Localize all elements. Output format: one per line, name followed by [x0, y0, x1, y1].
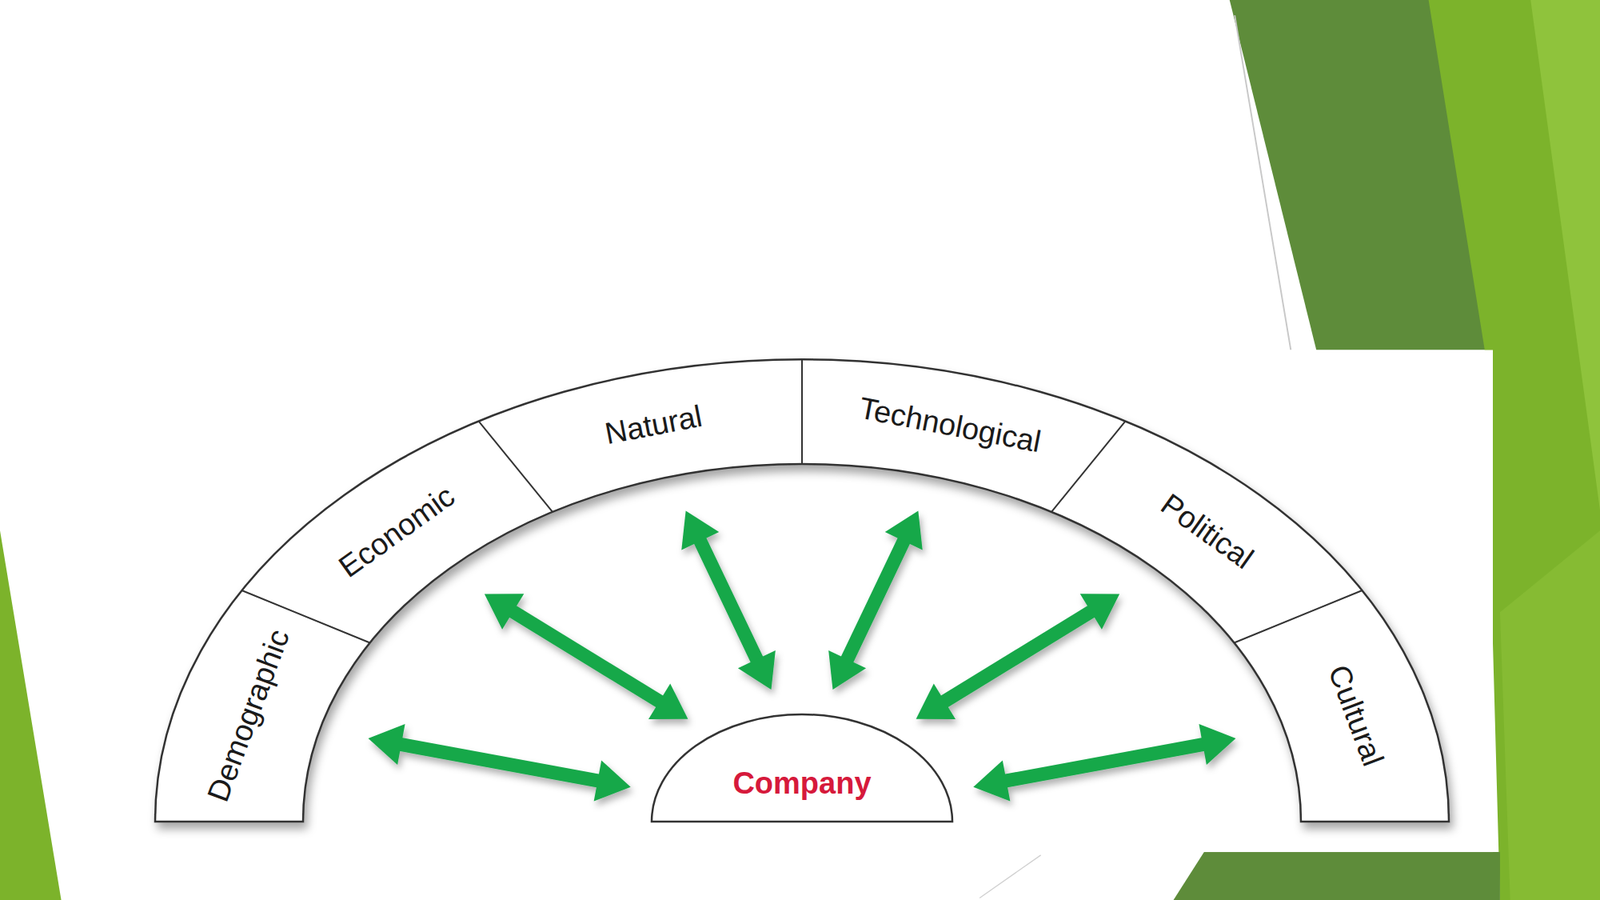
- double-arrow: [828, 510, 923, 690]
- double-arrow: [484, 593, 689, 719]
- double-arrow: [973, 723, 1236, 802]
- double-arrow: [368, 723, 631, 802]
- green-shape: [1530, 0, 1600, 511]
- double-arrow: [681, 510, 776, 690]
- arc-dividers: [241, 359, 1362, 643]
- picture-panel: [59, 350, 1493, 853]
- thin-line: [979, 854, 1042, 898]
- company-label: Company: [651, 766, 953, 801]
- green-shape: [1173, 851, 1501, 900]
- green-shape: [1500, 530, 1600, 900]
- thin-line: [1234, 15, 1291, 350]
- green-shape: [0, 530, 62, 900]
- company-semicircle: Company: [651, 714, 953, 822]
- arc-outline: [155, 359, 1449, 822]
- double-arrow: [916, 593, 1121, 719]
